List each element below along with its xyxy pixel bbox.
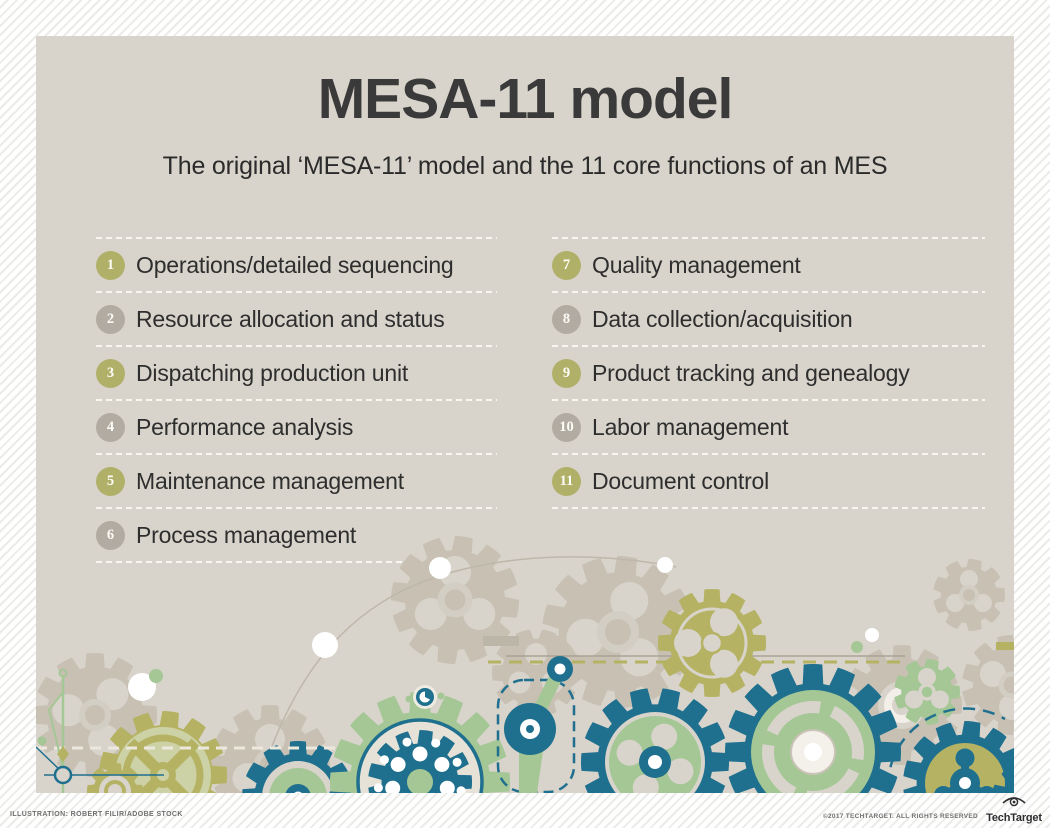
infographic-canvas: MESA-11 model The original ‘MESA-11’ mod… (36, 36, 1014, 793)
list-item: 8 Data collection/acquisition (552, 293, 985, 345)
list-item: 2 Resource allocation and status (96, 293, 497, 345)
item-label: Operations/detailed sequencing (136, 251, 454, 278)
item-label: Labor management (592, 413, 789, 440)
item-label: Product tracking and genealogy (592, 359, 910, 386)
item-number-badge: 8 (552, 304, 581, 334)
dashed-divider (96, 345, 497, 347)
dashed-divider (96, 237, 497, 239)
list-item: 11 Document control (552, 455, 985, 507)
gears-illustration (36, 535, 1014, 793)
item-label: Maintenance management (136, 467, 404, 494)
list-item: 1 Operations/detailed sequencing (96, 239, 497, 291)
copyright-text: ©2017 TECHTARGET. ALL RIGHTS RESERVED (822, 813, 978, 820)
list-item: 5 Maintenance management (96, 455, 497, 507)
item-label: Data collection/acquisition (592, 305, 853, 332)
list-item: 6 Process management (96, 509, 497, 561)
dashed-divider (552, 237, 985, 239)
item-number-badge: 3 (96, 358, 125, 388)
dashed-divider (96, 507, 497, 509)
list-item: 10 Labor management (552, 401, 985, 453)
list-column-left: 1 Operations/detailed sequencing 2 Resou… (96, 237, 497, 563)
dashed-divider (96, 399, 497, 401)
functions-list: 1 Operations/detailed sequencing 2 Resou… (96, 237, 985, 563)
list-column-right: 7 Quality management 8 Data collection/a… (552, 237, 985, 563)
item-number-badge: 6 (96, 520, 125, 550)
item-number-badge: 10 (552, 412, 581, 442)
item-label: Performance analysis (136, 413, 354, 440)
dashed-divider (96, 561, 497, 563)
list-item: 3 Dispatching production unit (96, 347, 497, 399)
dashed-divider (552, 507, 985, 509)
item-number-badge: 9 (552, 358, 581, 388)
item-label: Dispatching production unit (136, 359, 409, 386)
dashed-divider (96, 453, 497, 455)
item-number-badge: 1 (96, 250, 125, 280)
page-subtitle: The original ‘MESA-11’ model and the 11 … (162, 152, 888, 180)
item-number-badge: 2 (96, 304, 125, 334)
item-number-badge: 7 (552, 250, 581, 280)
item-label: Quality management (592, 251, 801, 278)
item-label: Process management (136, 521, 357, 548)
list-item: 7 Quality management (552, 239, 985, 291)
item-number-badge: 4 (96, 412, 125, 442)
page-title: MESA-11 model (317, 67, 734, 131)
item-label: Document control (592, 467, 770, 494)
item-number-badge: 11 (552, 466, 581, 496)
list-item: 4 Performance analysis (96, 401, 497, 453)
techtarget-logo: TechTarget (985, 794, 1043, 826)
dashed-divider (552, 399, 985, 401)
dashed-divider (96, 291, 497, 293)
list-item: 9 Product tracking and genealogy (552, 347, 985, 399)
dashed-divider (552, 453, 985, 455)
illustration-credit: ILLUSTRATION: ROBERT FILIR/ADOBE STOCK (10, 811, 183, 818)
eye-icon (1002, 797, 1026, 807)
item-label: Resource allocation and status (136, 305, 445, 332)
brand-wordmark: TechTarget (986, 812, 1042, 824)
dashed-divider (552, 345, 985, 347)
dashed-divider (552, 291, 985, 293)
item-number-badge: 5 (96, 466, 125, 496)
